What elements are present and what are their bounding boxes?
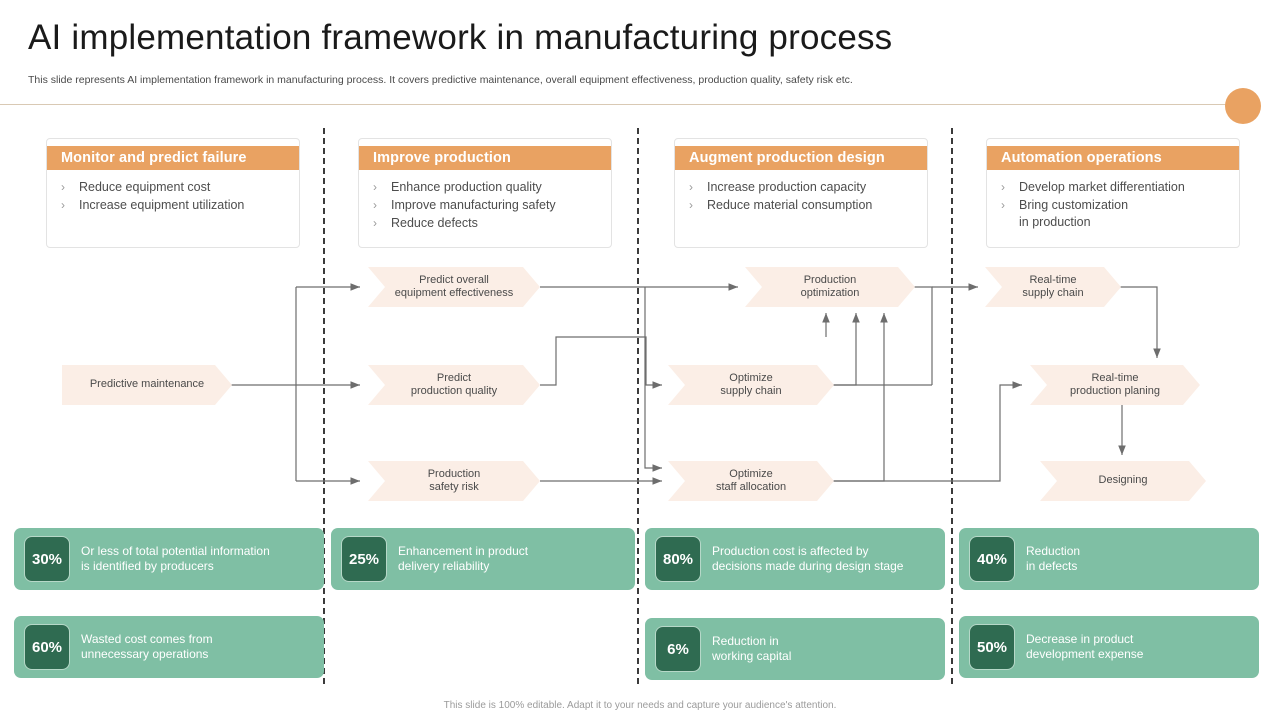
stat-text: Reduction in defects [1026,543,1081,574]
flow-node-label: Real-time supply chain [1022,273,1084,299]
feature-card-bullet-list: › Enhance production quality › Improve man… [359,139,611,232]
list-item-label: Develop market differentiation [1019,180,1185,194]
stat-badge: 50% [969,624,1015,670]
feature-card-title: Improve production [359,146,611,170]
flow-node-label: Predictive maintenance [89,378,205,391]
chevron-right-icon: › [61,198,65,212]
stat-text: Enhancement in product delivery reliabil… [398,543,529,574]
flow-node-label: Optimize supply chain [720,371,782,397]
stat-card-25[interactable]: 25% Enhancement in product delivery reli… [331,528,635,590]
stat-badge: 40% [969,536,1015,582]
list-item: › Develop market differentiation [1001,179,1239,196]
stat-card-30[interactable]: 30% Or less of total potential informati… [14,528,324,590]
flow-node-label: Designing [1098,474,1148,487]
list-item-label: Bring customization in production [1019,198,1129,229]
stat-text: Decrease in product development expense [1026,631,1144,662]
stat-card-80[interactable]: 80% Production cost is affected by decis… [645,528,945,590]
flow-node-optimize-staff-allocation[interactable]: Optimize staff allocation [668,461,834,501]
stat-text: Or less of total potential information i… [81,543,270,574]
chevron-right-icon: › [373,198,377,212]
stat-card-50[interactable]: 50% Decrease in product development expe… [959,616,1259,678]
feature-card-title: Monitor and predict failure [47,146,299,170]
chevron-right-icon: › [373,180,377,194]
chevron-right-icon: › [689,198,693,212]
list-item: › Improve manufacturing safety [373,197,611,214]
list-item: › Reduce equipment cost [61,179,299,196]
flow-node-predict-production-quality[interactable]: Predict production quality [368,365,540,405]
flow-node-designing[interactable]: Designing [1040,461,1206,501]
flow-node-real-time-production-planing[interactable]: Real-time production planing [1030,365,1200,405]
feature-card-title: Automation operations [987,146,1239,170]
list-item: › Enhance production quality [373,179,611,196]
column-divider-2 [637,128,639,684]
flow-node-label: Production safety risk [427,467,481,493]
flow-node-production-safety-risk[interactable]: Production safety risk [368,461,540,501]
flow-node-label: Predict overall equipment effectiveness [394,273,514,299]
feature-card-monitor-and-predict-failure[interactable]: Monitor and predict failure › Reduce equi… [46,138,300,248]
page-subtitle: This slide represents AI implementation … [28,74,853,86]
list-item-label: Increase production capacity [707,180,867,194]
chevron-right-icon: › [1001,198,1005,212]
flow-node-label: Optimize staff allocation [715,467,787,493]
flow-node-real-time-supply-chain[interactable]: Real-time supply chain [985,267,1121,307]
stat-badge: 30% [24,536,70,582]
stat-badge: 60% [24,624,70,670]
flow-node-label: Real-time production planing [1070,371,1160,397]
list-item-label: Increase equipment utilization [79,198,245,212]
list-item-label: Enhance production quality [391,180,542,194]
flow-node-predict-overall-equipment-effectiveness[interactable]: Predict overall equipment effectiveness [368,267,540,307]
feature-card-bullet-list: › Reduce equipment cost › Increase equipme… [47,139,299,214]
list-item: › Bring customization in production [1001,197,1239,231]
stat-badge: 25% [341,536,387,582]
list-item: › Increase equipment utilization [61,197,299,214]
stat-text: Production cost is affected by decisions… [712,543,904,574]
list-item-label: Reduce defects [391,216,478,230]
feature-card-improve-production[interactable]: Improve production › Enhance production q… [358,138,612,248]
feature-card-automation-operations[interactable]: Automation operations › Develop market di… [986,138,1240,248]
feature-card-title: Augment production design [675,146,927,170]
header-divider [0,104,1242,105]
flow-diagram: Predictive maintenance Predict overall e… [0,255,1280,515]
feature-card-augment-production-design[interactable]: Augment production design › Increase prod… [674,138,928,248]
flow-node-production-optimization[interactable]: Production optimization [745,267,915,307]
feature-card-bullet-list: › Increase production capacity › Reduce ma… [675,139,927,214]
accent-circle-icon [1225,88,1261,124]
chevron-right-icon: › [689,180,693,194]
stat-card-40[interactable]: 40% Reduction in defects [959,528,1259,590]
list-item-label: Reduce equipment cost [79,180,211,194]
flow-node-optimize-supply-chain[interactable]: Optimize supply chain [668,365,834,405]
stat-badge: 6% [655,626,701,672]
stat-card-6[interactable]: 6% Reduction in working capital [645,618,945,680]
feature-card-bullet-list: › Develop market differentiation › Bring c… [987,139,1239,231]
footer-note: This slide is 100% editable. Adapt it to… [443,700,837,711]
chevron-right-icon: › [61,180,65,194]
page-title: AI implementation framework in manufactu… [28,18,893,57]
list-item: › Reduce defects [373,215,611,232]
stat-text: Reduction in working capital [712,633,792,664]
flow-node-predictive-maintenance[interactable]: Predictive maintenance [62,365,232,405]
stat-text: Wasted cost comes from unnecessary opera… [81,631,213,662]
stat-card-60[interactable]: 60% Wasted cost comes from unnecessary o… [14,616,324,678]
stat-badge: 80% [655,536,701,582]
list-item-label: Improve manufacturing safety [391,198,556,212]
list-item: › Increase production capacity [689,179,927,196]
list-item-label: Reduce material consumption [707,198,873,212]
chevron-right-icon: › [1001,180,1005,194]
flow-node-label: Production optimization [800,273,860,299]
list-item: › Reduce material consumption [689,197,927,214]
flow-node-label: Predict production quality [410,371,498,397]
chevron-right-icon: › [373,216,377,230]
column-divider-1 [323,128,325,684]
